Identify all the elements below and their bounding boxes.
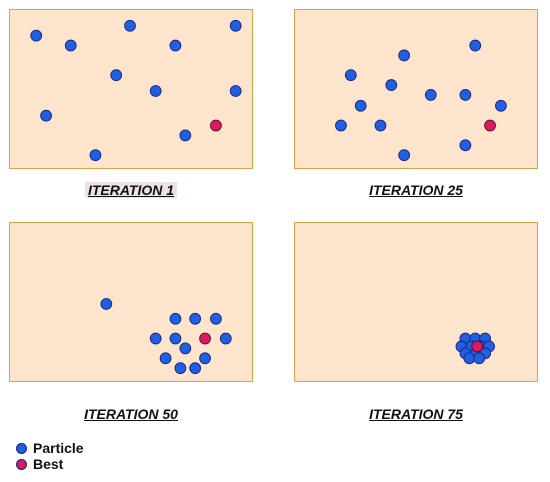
particle-dot (64, 39, 77, 52)
particle-dot (89, 149, 102, 162)
iteration-75-plot (455, 332, 495, 365)
best-legend-label: Best (33, 456, 64, 472)
particle-dot (169, 332, 182, 345)
iteration-50-panel (9, 222, 253, 382)
particle-dot (463, 352, 476, 365)
particle-dot (385, 79, 398, 91)
particle-legend-marker (16, 442, 27, 454)
iteration-1-caption: ITERATION 1 (9, 182, 253, 198)
best-dot (484, 119, 496, 132)
best-dot (210, 119, 222, 132)
particle-dot (174, 362, 187, 375)
particle-dot (229, 85, 242, 97)
iteration-75-panel (294, 222, 538, 382)
particle-dot (459, 89, 472, 101)
particle-dot (344, 69, 357, 82)
particle-dot (210, 312, 222, 325)
iteration-25-caption: ITERATION 25 (294, 182, 538, 198)
particle-legend-label: Particle (33, 440, 84, 456)
iteration-25-panel (294, 9, 538, 169)
iteration-50-caption-text: ITERATION 50 (84, 406, 178, 422)
iteration-1-panel (9, 9, 253, 169)
iteration-25-caption-text: ITERATION 25 (369, 182, 463, 198)
iteration-25-plot (335, 39, 507, 162)
best-dot (199, 332, 211, 345)
particle-dot (40, 109, 52, 122)
particle-dot (219, 332, 232, 345)
particle-dot (398, 49, 411, 62)
particle-dot (179, 342, 192, 355)
particle-dot (459, 139, 472, 152)
iteration-1-plot (30, 19, 242, 162)
particle-dot (110, 69, 123, 82)
particle-dot (354, 99, 367, 112)
particle-dot (189, 312, 202, 325)
legend-particle: Particle (16, 440, 84, 456)
iteration-75-caption: ITERATION 75 (294, 406, 538, 422)
particle-dot (199, 352, 211, 365)
particle-dot (159, 352, 172, 365)
particle-dot (149, 332, 162, 345)
best-legend-marker (16, 458, 27, 470)
particle-dot (169, 39, 182, 52)
particle-dot (100, 298, 113, 310)
particle-dot (335, 119, 347, 132)
particle-dot (169, 312, 182, 325)
particle-dot (424, 89, 437, 101)
particle-dot (398, 149, 411, 162)
legend-best: Best (16, 456, 84, 472)
particle-dot (189, 362, 202, 375)
iteration-75-caption-text: ITERATION 75 (369, 406, 463, 422)
particle-dot (473, 352, 486, 365)
particle-dot (374, 119, 387, 132)
iteration-50-plot (100, 298, 232, 375)
particle-dot (124, 19, 136, 32)
particle-dot (30, 29, 43, 42)
particle-dot (229, 19, 242, 32)
particle-dot (149, 85, 162, 97)
legend: Particle Best (16, 440, 84, 472)
best-dot (471, 340, 484, 353)
iteration-50-caption: ITERATION 50 (9, 406, 253, 422)
particle-dot (495, 99, 507, 112)
particle-dot (179, 129, 192, 142)
iteration-1-caption-text: ITERATION 1 (84, 182, 178, 198)
particle-dot (469, 39, 482, 52)
